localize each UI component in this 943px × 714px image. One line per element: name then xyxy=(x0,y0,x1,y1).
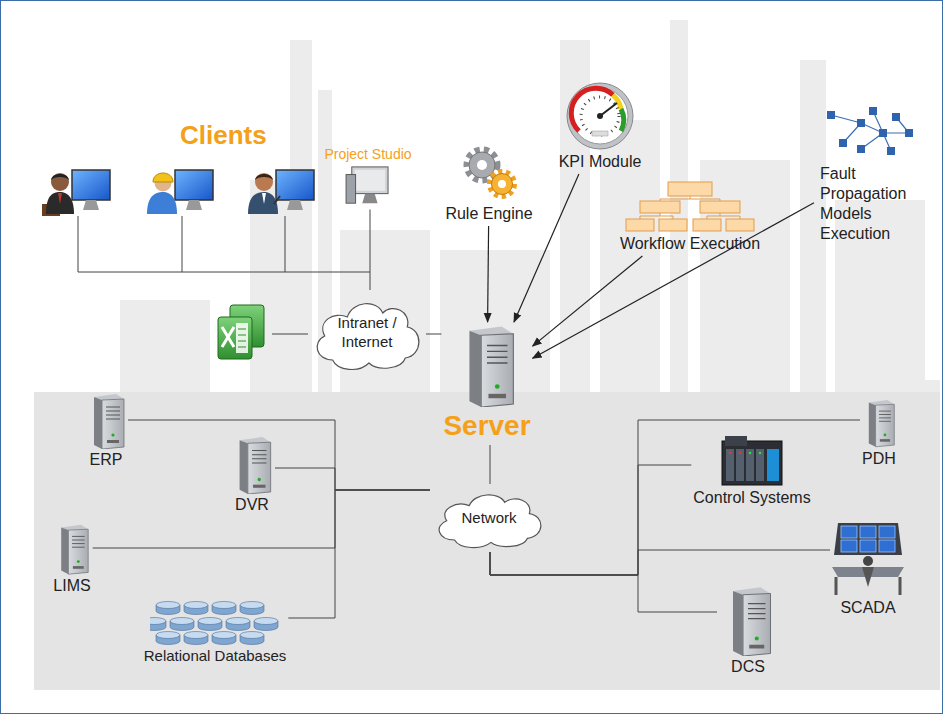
network-link xyxy=(490,550,830,575)
network-link xyxy=(490,420,860,575)
data-flow-arrow xyxy=(533,256,643,346)
node-label: LIMS xyxy=(53,576,90,596)
data-flow-arrow xyxy=(488,226,489,322)
gear-icon xyxy=(456,141,522,203)
node-label: Project Studio xyxy=(324,146,411,164)
node-label: DCS xyxy=(731,657,765,677)
network-cloud: Network xyxy=(430,484,548,552)
workflow-chart-icon xyxy=(625,181,755,233)
system-node: KPI Module xyxy=(557,78,644,174)
group-heading: Clients xyxy=(180,120,267,151)
network-link xyxy=(128,420,430,490)
network-link xyxy=(426,334,441,335)
node-label: Server xyxy=(443,408,530,443)
server-icon xyxy=(231,436,273,494)
node-label: Rule Engine xyxy=(445,204,532,224)
system-node: PDH xyxy=(860,395,898,471)
node-label: PDH xyxy=(862,449,896,469)
server-icon xyxy=(719,586,777,656)
data-flow-arrow xyxy=(533,203,814,358)
system-node: Project Studio xyxy=(322,144,413,210)
node-label: Fault Propagation Models Execution xyxy=(816,164,920,244)
node-label: Relational Databases xyxy=(144,647,287,666)
system-node: SCADA xyxy=(830,512,906,620)
node-label: Network xyxy=(461,509,516,528)
network-link xyxy=(275,468,430,490)
client-workstation xyxy=(42,170,110,216)
system-node: DVR xyxy=(229,433,275,517)
client-bus xyxy=(78,216,370,334)
network-link xyxy=(490,552,717,612)
server-icon xyxy=(456,325,518,407)
system-node: Fault Propagation Models Execution xyxy=(814,100,922,246)
node-label: KPI Module xyxy=(559,152,642,172)
system-node: Control Systems xyxy=(691,432,812,510)
client-workstation xyxy=(248,170,314,214)
node-label: Intranet / Internet xyxy=(326,314,408,352)
system-node: DCS xyxy=(717,583,779,679)
scada-console-icon xyxy=(832,515,904,597)
server-icon xyxy=(86,393,126,449)
node-label: Workflow Execution xyxy=(620,234,760,254)
network-cloud: Intranet / Internet xyxy=(308,290,426,375)
gauge-icon xyxy=(565,81,635,151)
system-node: Workflow Execution xyxy=(618,178,762,256)
database-icon xyxy=(150,598,280,646)
network-link xyxy=(288,490,430,618)
network-link xyxy=(93,490,430,548)
data-flow-arrow xyxy=(514,174,579,322)
system-node: LIMS xyxy=(51,520,92,598)
node-label: DVR xyxy=(235,495,269,515)
system-node: Server xyxy=(441,322,532,445)
server-icon xyxy=(54,523,90,575)
node-label: ERP xyxy=(90,450,123,470)
network-link xyxy=(370,210,371,291)
control-system-icon xyxy=(721,435,783,487)
network-link xyxy=(490,445,491,484)
node-label: SCADA xyxy=(840,598,895,618)
system-node: ERP xyxy=(84,390,128,472)
plant-silhouette xyxy=(34,20,940,690)
client-workstation xyxy=(147,170,213,214)
system-node: Rule Engine xyxy=(443,138,534,226)
server-icon xyxy=(862,398,896,448)
node-label: Control Systems xyxy=(693,488,810,508)
system-node: Relational Databases xyxy=(142,595,289,668)
workstation-icon xyxy=(344,165,392,207)
spreadsheet-icon xyxy=(218,305,264,359)
fault-model-icon xyxy=(821,103,916,163)
